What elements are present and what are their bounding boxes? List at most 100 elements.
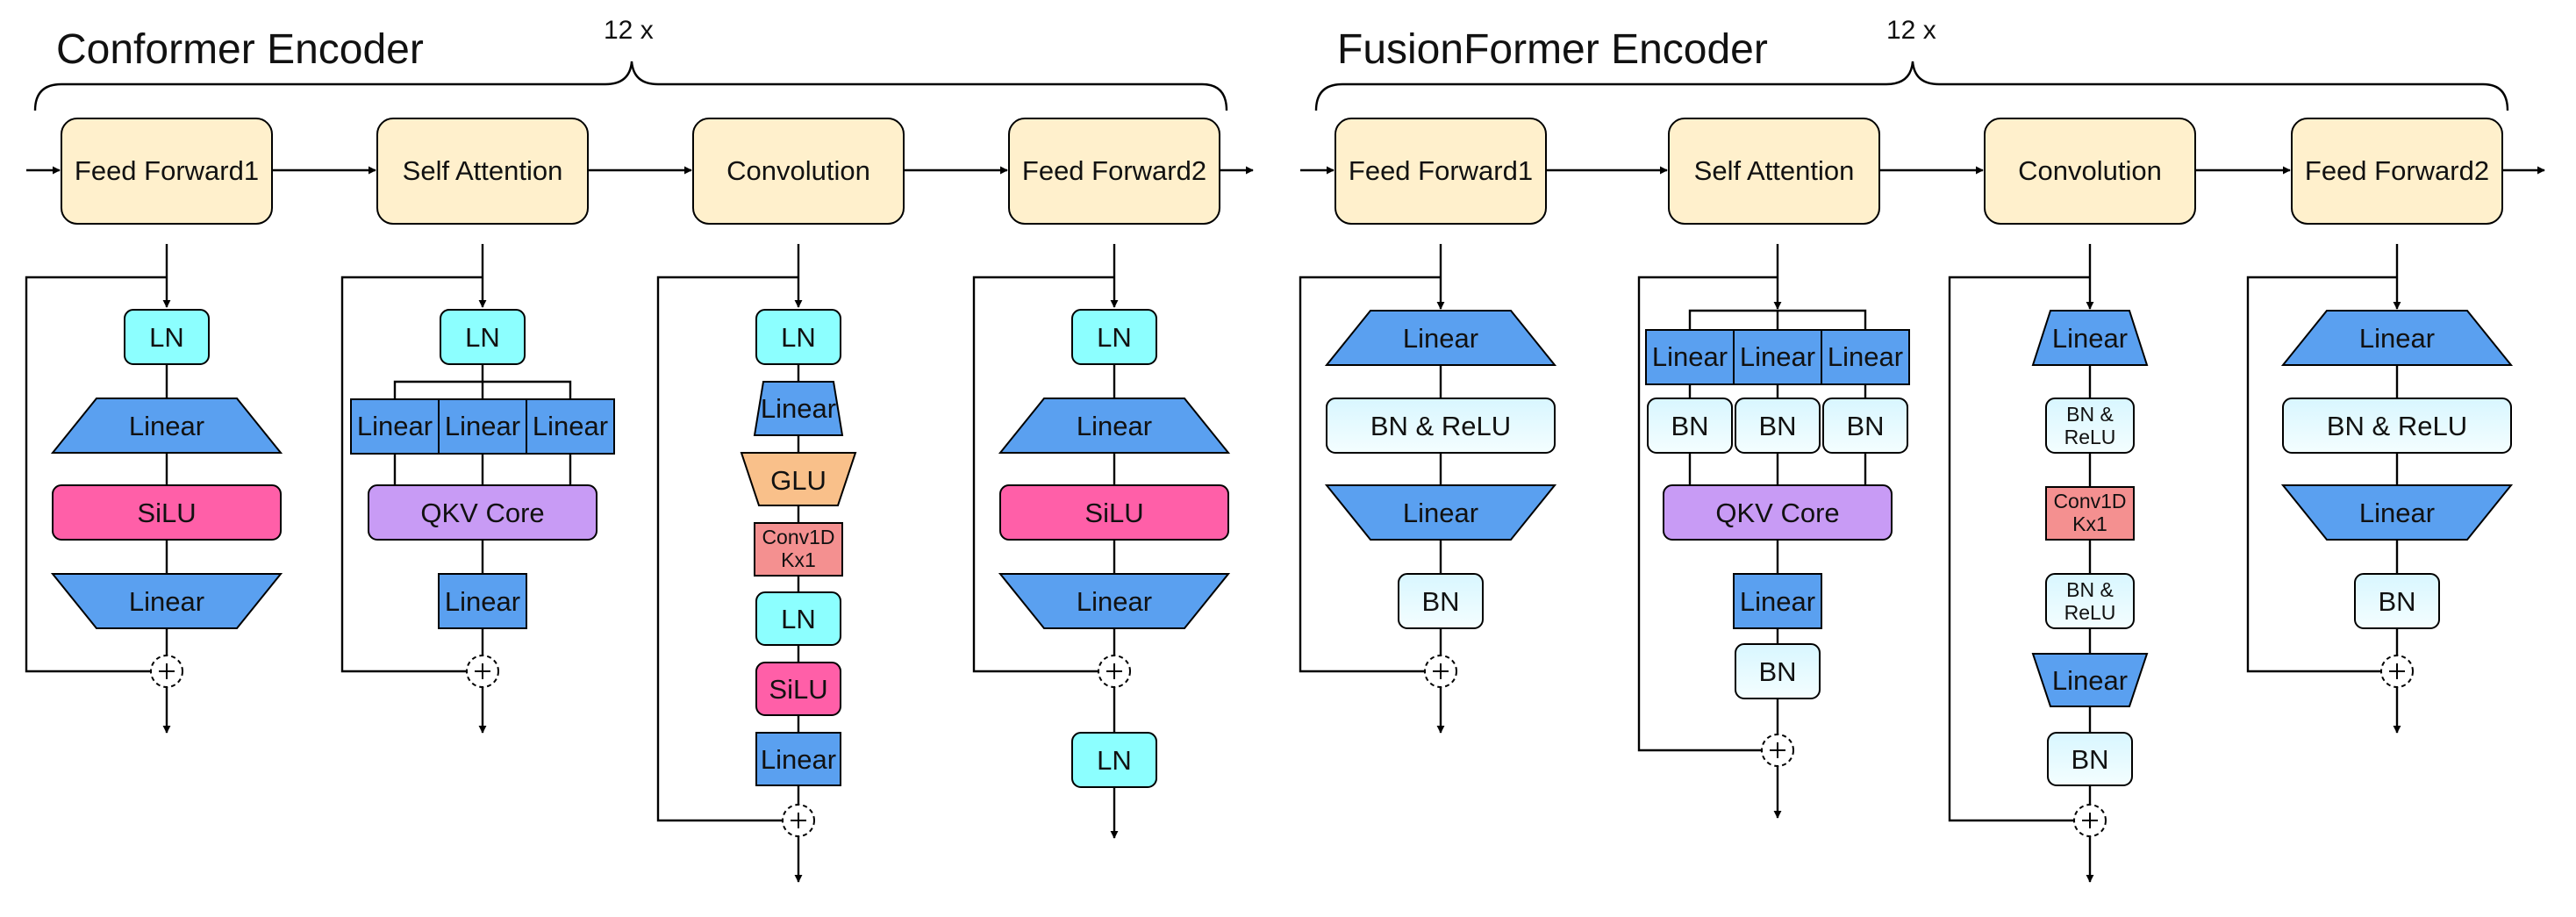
bn-relu2-label-line2: ReLU: [2064, 601, 2116, 624]
block-label: Convolution: [726, 155, 870, 186]
block-label: Feed Forward2: [1022, 155, 1206, 186]
ln-label: LN: [781, 322, 816, 353]
linear-label: Linear: [1077, 586, 1152, 617]
residual-add-icon: [1424, 655, 1457, 688]
linear-label: Linear: [761, 393, 836, 424]
glu-shape: [740, 452, 857, 506]
glu-label: GLU: [770, 465, 826, 496]
fusionformer-conv-detail: Linear BN & ReLU Conv1D Kx1 BN & ReLU Li…: [1948, 244, 2149, 883]
conformer-encoder: Conformer Encoder 12 x Feed Forward1 Sel…: [25, 16, 1254, 883]
bn-label: BN: [2378, 586, 2415, 617]
conformer-repeat-label: 12 x: [604, 16, 654, 45]
linear-contract-shape: [2280, 484, 2514, 541]
conv1d-label-line2: Kx1: [2072, 512, 2107, 535]
linear-expand-shape: [2280, 310, 2514, 366]
linear-out-label: Linear: [445, 586, 520, 617]
linear-v-box: [1821, 329, 1910, 385]
conformer-block-feed-forward1: Feed Forward1: [61, 118, 273, 225]
qkv-core-label: QKV Core: [420, 498, 544, 528]
conv1d-label-line2: Kx1: [781, 548, 816, 571]
linear-expand-shape: [998, 398, 1231, 454]
residual-add-icon: [2380, 655, 2414, 688]
linear-label: Linear: [2359, 498, 2435, 528]
block-label: Convolution: [2018, 155, 2162, 186]
linear-label: Linear: [129, 411, 204, 441]
bn-out-label: BN: [1758, 656, 1796, 687]
bn-k-label: BN: [1758, 411, 1796, 441]
conv1d-box: [754, 522, 843, 577]
qkv-core-label: QKV Core: [1715, 498, 1839, 528]
linear-label: Linear: [1403, 498, 1478, 528]
residual-add-icon: [1761, 734, 1794, 767]
fusionformer-sa-detail: Linear Linear Linear BN BN BN QKV Core L…: [1637, 244, 1910, 819]
linear2-shape: [2031, 653, 2149, 707]
bn-relu-label: BN & ReLU: [1370, 411, 1511, 441]
bn-label: BN: [2071, 744, 2108, 775]
conformer-title: Conformer Encoder: [56, 26, 424, 73]
conformer-block-self-attention: Self Attention: [376, 118, 589, 225]
linear-out-box: [755, 732, 841, 786]
silu-label: SiLU: [137, 498, 196, 528]
fusionformer-ff1-detail: Linear BN & ReLU Linear BN: [1299, 244, 1557, 734]
fusionformer-encoder: FusionFormer Encoder 12 x Feed Forward1 …: [1299, 16, 2545, 883]
fusionformer-block-feed-forward1: Feed Forward1: [1335, 118, 1547, 225]
conv1d-label-line1: Conv1D: [2053, 490, 2126, 512]
linear-v-box: [526, 398, 615, 455]
bn-v-label: BN: [1846, 411, 1884, 441]
block-label: Self Attention: [1694, 155, 1855, 186]
linear-label: Linear: [2052, 323, 2128, 354]
linear-v-label: Linear: [1828, 341, 1903, 372]
conformer-block-feed-forward2: Feed Forward2: [1008, 118, 1220, 225]
conv1d-box: [2045, 486, 2135, 541]
linear-label: Linear: [2359, 323, 2435, 354]
residual-add-icon: [1098, 655, 1131, 688]
residual-add-icon: [2073, 804, 2107, 837]
conformer-conv-detail: LN Linear GLU Conv1D Kx1 LN SiLU Linear: [656, 244, 857, 883]
linear-contract-shape: [50, 573, 283, 629]
fusionformer-ff2-detail: Linear BN & ReLU Linear BN: [2246, 244, 2514, 734]
bn-relu1-label-line1: BN &: [2066, 403, 2114, 426]
silu-label: SiLU: [769, 674, 827, 705]
ln-label: LN: [149, 322, 184, 353]
block-label: Self Attention: [403, 155, 563, 186]
fusionformer-title: FusionFormer Encoder: [1337, 26, 1768, 73]
bn-relu-label: BN & ReLU: [2327, 411, 2467, 441]
residual-add-icon: [782, 804, 815, 837]
conformer-repeat-brace: [33, 61, 1228, 111]
linear2-label: Linear: [2052, 665, 2128, 696]
linear-expand-shape: [1324, 310, 1557, 366]
linear-label: Linear: [1403, 323, 1478, 354]
final-ln-label: LN: [1097, 745, 1132, 776]
fusionformer-block-feed-forward2: Feed Forward2: [2291, 118, 2503, 225]
conv1d-label-line1: Conv1D: [762, 526, 834, 548]
conformer-block-convolution: Convolution: [692, 118, 905, 225]
linear-q-label: Linear: [357, 411, 433, 441]
fusionformer-block-self-attention: Self Attention: [1668, 118, 1880, 225]
block-label: Feed Forward1: [75, 155, 259, 186]
linear-expand-shape: [50, 398, 283, 454]
linear-q-label: Linear: [1652, 341, 1728, 372]
linear-out-box: [438, 573, 527, 629]
linear-k-box: [1733, 329, 1822, 385]
conformer-ff2-detail: LN Linear SiLU Linear LN: [972, 244, 1231, 839]
bn-relu2-label-line1: BN &: [2066, 578, 2114, 601]
linear-contract-shape: [998, 573, 1231, 629]
residual-add-icon: [466, 655, 499, 688]
linear-v-label: Linear: [533, 411, 608, 441]
bn-relu1-label-line2: ReLU: [2064, 426, 2116, 448]
bn-q-label: BN: [1671, 411, 1708, 441]
linear-out-label: Linear: [1740, 586, 1815, 617]
linear-label: Linear: [1077, 411, 1152, 441]
fusionformer-repeat-label: 12 x: [1886, 16, 1936, 45]
conformer-ff1-detail: LN Linear SiLU Linear: [25, 244, 283, 734]
linear-shape: [2031, 310, 2149, 366]
ln-label: LN: [465, 322, 500, 353]
linear-label: Linear: [129, 586, 204, 617]
bn-label: BN: [1421, 586, 1459, 617]
block-label: Feed Forward1: [1349, 155, 1533, 186]
fusionformer-block-convolution: Convolution: [1984, 118, 2196, 225]
linear-k-box: [438, 398, 527, 455]
linear-out-label: Linear: [761, 744, 836, 775]
